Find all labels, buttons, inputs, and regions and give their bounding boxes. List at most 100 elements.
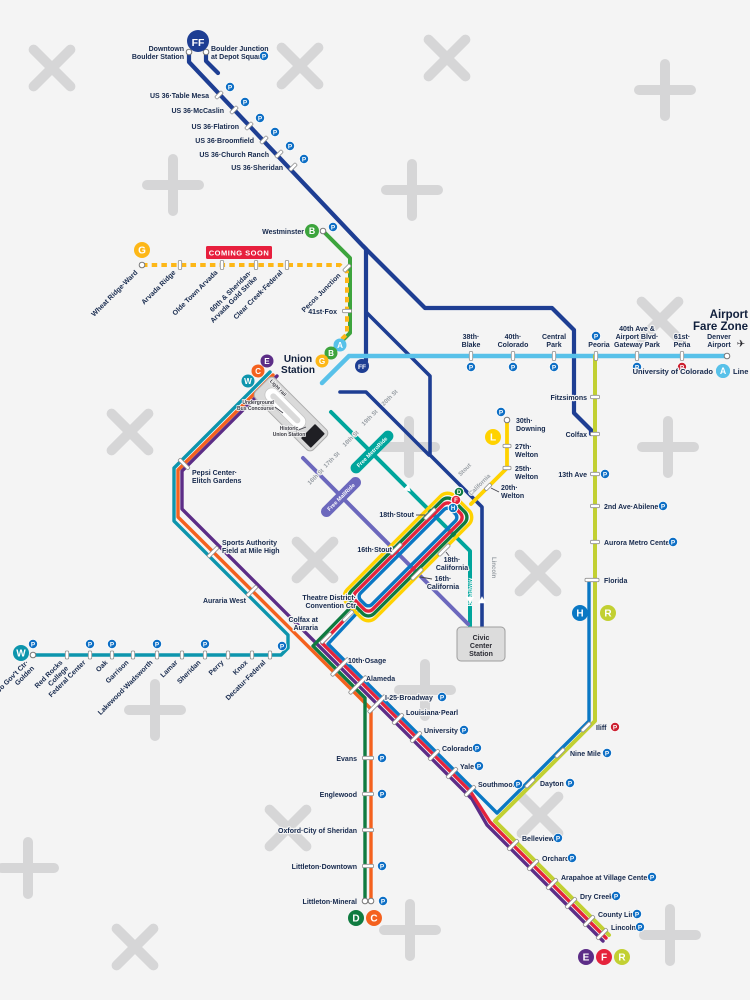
svg-text:P: P bbox=[258, 115, 263, 122]
station-40th-colorado-tick bbox=[510, 351, 516, 361]
svg-text:P: P bbox=[568, 780, 573, 787]
svg-text:E: E bbox=[583, 953, 590, 964]
parking-icon: P bbox=[647, 872, 658, 883]
svg-text:P: P bbox=[380, 791, 385, 798]
underground-bus-concourse-line1: Underground bbox=[242, 400, 274, 406]
station-18th-stout-tick bbox=[423, 507, 437, 521]
station-13th-ave-tick bbox=[590, 471, 600, 477]
svg-text:P: P bbox=[556, 835, 561, 842]
watermark-plus-icon bbox=[381, 159, 443, 221]
station-university-label: University bbox=[424, 728, 458, 735]
station-central-park-label: Park bbox=[546, 342, 561, 349]
station-oak-tick bbox=[109, 650, 115, 660]
station-clear-creek-federal-tick bbox=[284, 260, 290, 270]
civic-center-line2: Center bbox=[470, 643, 492, 650]
station-i-25-broadway-label: I-25·Broadway bbox=[385, 695, 433, 702]
svg-text:P: P bbox=[243, 99, 248, 106]
watermark-plus-icon bbox=[142, 154, 204, 216]
station-colfax-at-auraria-tick bbox=[319, 631, 333, 645]
station-downtown-boulder-station-label: Downtown bbox=[149, 46, 184, 53]
station-florida-tick bbox=[584, 577, 600, 583]
line-a-line bbox=[319, 353, 730, 386]
station-evans-label: Evans bbox=[336, 756, 357, 763]
svg-text:H: H bbox=[451, 506, 455, 512]
station-iliff-tick bbox=[580, 721, 592, 733]
parking-icon: P bbox=[239, 97, 250, 108]
line-badge-r-icon: R bbox=[600, 605, 616, 621]
svg-text:P: P bbox=[661, 503, 666, 510]
a-line-caption-prefix: University of Colorado bbox=[633, 367, 714, 376]
line-g-line bbox=[142, 263, 349, 360]
parking-icon: P bbox=[436, 692, 447, 703]
svg-text:P: P bbox=[469, 364, 474, 371]
station-colorado-label: Colorado bbox=[442, 746, 473, 753]
station-arvada-ridge-tick bbox=[177, 260, 183, 270]
label-leader bbox=[490, 487, 500, 493]
station-60th-sheridan-arvada-gold-strike-tick bbox=[253, 260, 259, 270]
line-badge-c-icon: C bbox=[251, 364, 265, 378]
station-us-36-church-ranch-label: US 36·Church Ranch bbox=[199, 152, 269, 159]
parking-icon: P bbox=[600, 468, 611, 479]
svg-text:P: P bbox=[650, 874, 655, 881]
station-30th-downing-label: Downing bbox=[516, 426, 546, 433]
line-badge-a-icon: A bbox=[716, 364, 730, 378]
station-lincoln-label: Lincoln bbox=[611, 925, 636, 932]
station-aurora-metro-center-label: Aurora Metro Center bbox=[604, 540, 672, 547]
parking-icon: P bbox=[668, 537, 679, 548]
union-station-box bbox=[253, 376, 329, 452]
underground-bus-concourse-line2: Bus Concourse bbox=[237, 406, 274, 412]
station-pepsi-center-elitch-gardens-tick bbox=[177, 457, 191, 471]
parking-icon: P bbox=[327, 221, 338, 232]
watermark-x-icon bbox=[264, 804, 312, 852]
station-englewood-tick bbox=[362, 791, 374, 797]
station-40th-ave-airport-blvd-gateway-park-label: 40th Ave & bbox=[619, 326, 655, 333]
station-littleton-mineral-label: Littleton·Mineral bbox=[303, 899, 357, 906]
svg-text:P: P bbox=[280, 643, 285, 650]
svg-text:FF: FF bbox=[192, 38, 205, 49]
svg-text:B: B bbox=[328, 349, 334, 358]
line-navy-19th bbox=[338, 390, 431, 457]
station-jeffco-gov-t-ctr-golden-terminal bbox=[29, 651, 37, 659]
station-30th-downing-label: 30th· bbox=[516, 418, 533, 425]
svg-text:A: A bbox=[337, 341, 343, 350]
station-pecos-junction-tick bbox=[342, 263, 352, 273]
station-61st-pe-a-label: Peña bbox=[674, 342, 691, 349]
station-38th-blake-label: Blake bbox=[462, 342, 481, 349]
line-d-line bbox=[311, 605, 367, 903]
station-10th-osage-label: 10th·Osage bbox=[348, 658, 386, 665]
station-arapahoe-at-village-center-tick bbox=[545, 877, 559, 891]
line-badge-e-icon: E bbox=[578, 949, 594, 965]
parking-icon: P bbox=[254, 113, 265, 124]
station-27th-welton-label: Welton bbox=[515, 452, 538, 459]
parking-icon: P bbox=[376, 753, 387, 764]
watermark-plus-icon bbox=[379, 899, 441, 961]
svg-text:P: P bbox=[440, 694, 445, 701]
watermark-x-icon bbox=[291, 536, 339, 584]
svg-text:D: D bbox=[457, 490, 462, 496]
station-yale-tick bbox=[445, 766, 459, 780]
station-dry-creek-label: Dry Creek bbox=[580, 894, 613, 901]
station-westminster-terminal bbox=[319, 227, 327, 235]
station-alameda-label: Alameda bbox=[366, 676, 395, 683]
station-10th-osage-tick bbox=[330, 657, 350, 677]
station-27th-welton-tick bbox=[502, 443, 512, 449]
parking-icon: P bbox=[507, 361, 518, 372]
svg-text:P: P bbox=[302, 156, 307, 163]
parking-icon: P bbox=[258, 51, 269, 62]
svg-text:P: P bbox=[638, 924, 643, 931]
svg-text:B: B bbox=[309, 226, 315, 236]
line-badge-b-icon: B bbox=[324, 346, 338, 360]
line-r-line bbox=[493, 354, 611, 937]
station-louisiana-pearl-tick bbox=[391, 712, 405, 726]
station-2nd-ave-abilene-tick bbox=[590, 503, 600, 509]
station-nine-mile-label: Nine Mile bbox=[570, 751, 601, 758]
parking-icon: P bbox=[107, 639, 118, 650]
line-badge-g-icon: G bbox=[315, 354, 329, 368]
station-decatur-federal-tick bbox=[267, 650, 273, 660]
station-denver-airport-terminal bbox=[723, 352, 731, 360]
station-us-36-church-ranch-tick bbox=[274, 149, 284, 159]
broadway-street-label: Broadway bbox=[468, 577, 474, 606]
watermark-x-icon bbox=[28, 44, 76, 92]
station-fitzsimons-tick bbox=[590, 394, 600, 400]
